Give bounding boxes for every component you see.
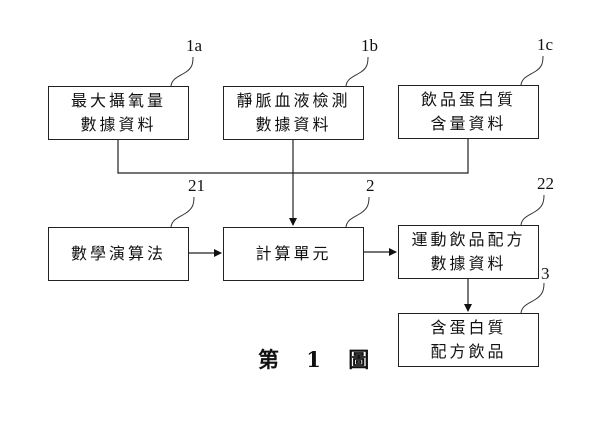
node-drink-protein-content-data: 飲品蛋白質 含量資料: [398, 85, 539, 139]
node-text-line: 計算單元: [255, 244, 332, 263]
ref-label-2: 2: [366, 176, 375, 195]
node-text-line: 數據資料: [255, 115, 332, 134]
node-max-oxygen-uptake-data: 最大攝氧量 數據資料: [48, 86, 189, 140]
node-text-line: 最大攝氧量: [70, 91, 166, 110]
ref-label-1b: 1b: [361, 36, 378, 55]
leader-22: [520, 194, 545, 226]
node-text-line: 含量資料: [430, 114, 507, 133]
node-text-line: 數據資料: [430, 254, 507, 273]
figure-caption: 第 1 圖: [258, 347, 380, 372]
leader-21: [170, 196, 195, 228]
leader-3: [520, 282, 545, 314]
node-computing-unit: 計算單元: [223, 227, 364, 281]
node-protein-formula-drink: 含蛋白質 配方飲品: [398, 313, 539, 367]
ref-label-21: 21: [188, 176, 205, 195]
ref-label-1c: 1c: [537, 35, 554, 54]
node-text-line: 靜脈血液檢測: [236, 91, 351, 110]
ref-label-22: 22: [537, 174, 554, 193]
edge-1c-merge: [293, 139, 469, 174]
node-math-algorithm: 數學演算法: [48, 227, 189, 281]
node-text-line: 運動飲品配方: [411, 230, 526, 249]
node-text-line: 飲品蛋白質: [420, 90, 516, 109]
leader-2: [345, 196, 370, 228]
leader-1a: [170, 56, 194, 87]
node-sports-drink-formula-data: 運動飲品配方 數據資料: [398, 225, 539, 279]
ref-label-3: 3: [541, 264, 550, 283]
node-text-line: 數據資料: [80, 115, 157, 134]
node-text-line: 含蛋白質: [430, 318, 507, 337]
leader-1c: [520, 55, 544, 86]
node-text-line: 配方飲品: [430, 342, 507, 361]
ref-label-1a: 1a: [186, 36, 203, 55]
node-text-line: 數學演算法: [70, 244, 166, 263]
node-venous-blood-test-data: 靜脈血液檢測 數據資料: [223, 86, 364, 140]
edge-1a-merge: [117, 140, 293, 174]
leader-1b: [345, 56, 369, 87]
